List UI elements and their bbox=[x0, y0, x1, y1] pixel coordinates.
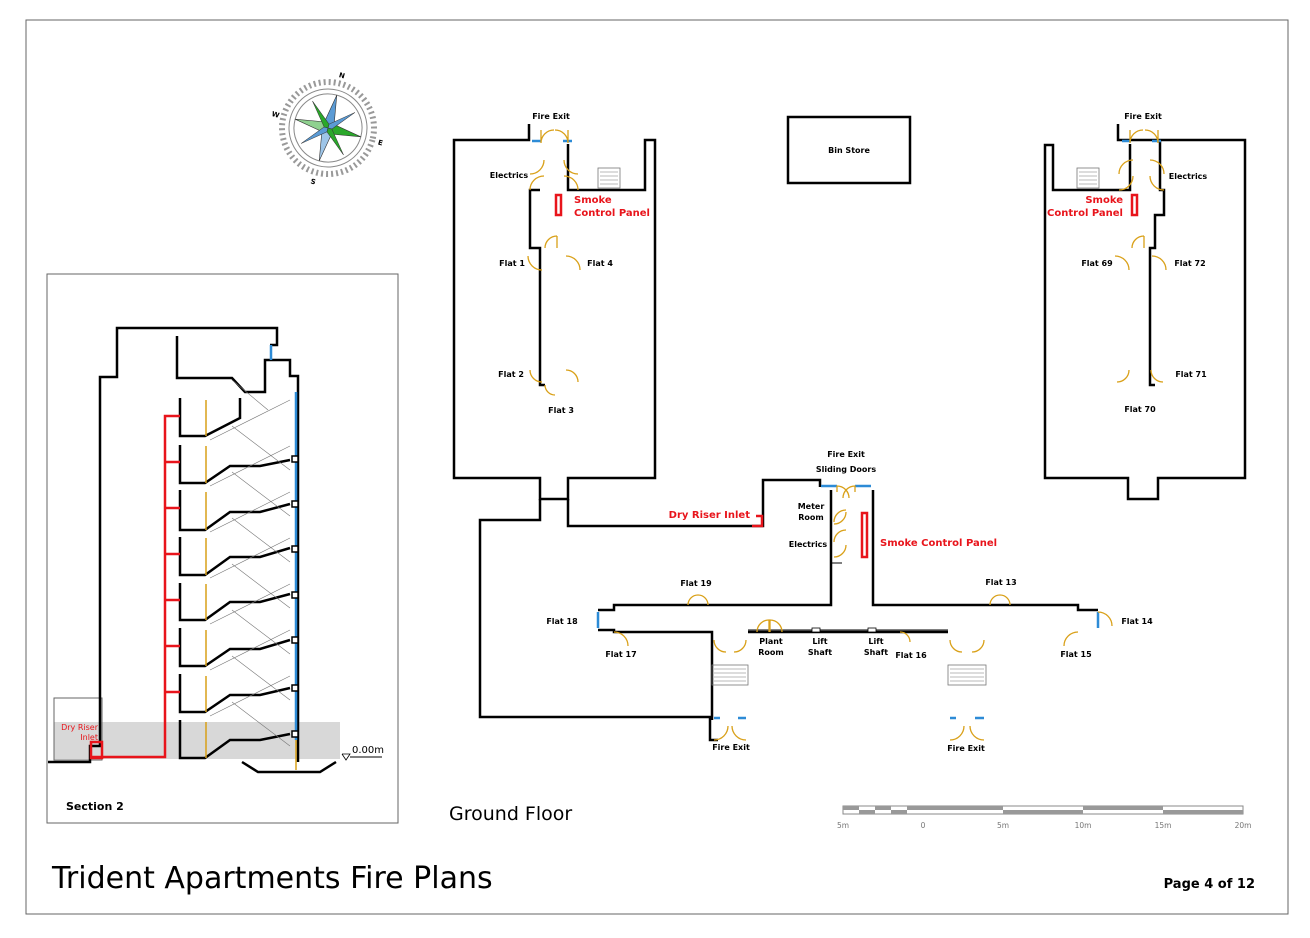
flat-14-label: Flat 14 bbox=[1121, 617, 1153, 626]
electrics-ne-label: Electrics bbox=[1169, 172, 1208, 181]
electrics-nw-label: Electrics bbox=[490, 171, 529, 180]
section-label: Section 2 bbox=[66, 800, 124, 813]
dry-riser-inlet-label: Dry Riser Inlet bbox=[669, 510, 751, 521]
compass-n-label: N bbox=[338, 71, 346, 80]
bin-store-label: Bin Store bbox=[828, 146, 870, 155]
scale-tick-3: 10m bbox=[1075, 821, 1092, 830]
fire-exit-sw-label: Fire Exit bbox=[712, 743, 750, 752]
section-border bbox=[46, 273, 399, 824]
flat-69-label: Flat 69 bbox=[1081, 259, 1113, 268]
flat-19-label: Flat 19 bbox=[680, 579, 712, 588]
scale-bar: 5m 0 5m 10m 15m 20m bbox=[837, 805, 1252, 830]
section-dry-riser-line1: Dry Riser bbox=[61, 723, 99, 732]
smoke-panel-center-label: Smoke Control Panel bbox=[880, 538, 997, 549]
flat-17-label: Flat 17 bbox=[605, 650, 636, 659]
flat-1-label: Flat 1 bbox=[499, 259, 525, 268]
sheet-border bbox=[25, 19, 1289, 915]
compass-s-label: S bbox=[310, 177, 317, 186]
scale-tick-2: 5m bbox=[997, 821, 1009, 830]
fire-exit-center-label: Fire Exit bbox=[827, 450, 865, 459]
electrics-center-label: Electrics bbox=[789, 540, 828, 549]
flat-71-label: Flat 71 bbox=[1175, 370, 1207, 379]
scale-tick-5: 20m bbox=[1235, 821, 1252, 830]
fire-exit-ne-label: Fire Exit bbox=[1124, 112, 1162, 121]
flat-18-label: Flat 18 bbox=[546, 617, 578, 626]
west-wing bbox=[452, 124, 657, 501]
compass-e-label: E bbox=[377, 139, 384, 148]
east-wing bbox=[1043, 124, 1247, 501]
ground-floor-plan: Bin Store bbox=[449, 112, 1247, 825]
page-title: Trident Apartments Fire Plans bbox=[51, 861, 493, 896]
section-level-label: 0.00m bbox=[352, 745, 384, 756]
compass-w-label: W bbox=[271, 110, 281, 120]
flat-2-label: Flat 2 bbox=[498, 370, 524, 379]
fire-exit-nw-label: Fire Exit bbox=[532, 112, 570, 121]
page-number: Page 4 of 12 bbox=[1164, 877, 1255, 892]
flat-16-label: Flat 16 bbox=[895, 651, 927, 660]
bin-store bbox=[786, 115, 912, 185]
fire-exit-se-label: Fire Exit bbox=[947, 744, 985, 753]
scale-tick-1: 0 bbox=[921, 821, 926, 830]
compass-rose: N E S W bbox=[271, 71, 384, 186]
sliding-doors-label: Sliding Doors bbox=[816, 465, 877, 474]
flat-4-label: Flat 4 bbox=[587, 259, 613, 268]
flat-13-label: Flat 13 bbox=[985, 578, 1016, 587]
ground-floor-label: Ground Floor bbox=[449, 803, 572, 825]
scale-tick-4: 15m bbox=[1155, 821, 1172, 830]
scale-tick-0: 5m bbox=[837, 821, 849, 830]
flat-15-label: Flat 15 bbox=[1060, 650, 1092, 659]
flat-3-label: Flat 3 bbox=[548, 406, 574, 415]
flat-70-label: Flat 70 bbox=[1124, 405, 1156, 414]
south-block bbox=[478, 478, 1113, 742]
flat-72-label: Flat 72 bbox=[1174, 259, 1205, 268]
